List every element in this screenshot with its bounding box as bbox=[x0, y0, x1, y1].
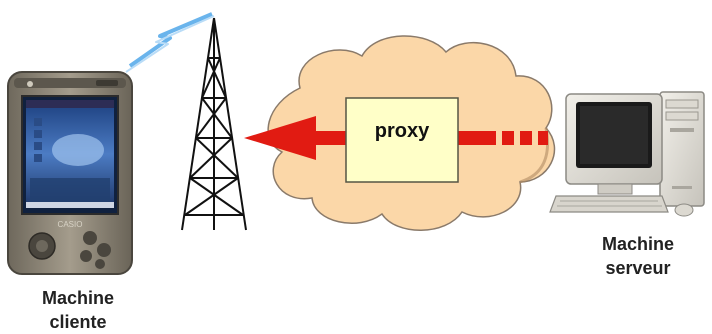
pda-icon: CASIO bbox=[7, 71, 133, 275]
server-machine-label: Machine serveur bbox=[578, 232, 698, 280]
server-label-line1: Machine bbox=[601, 234, 675, 254]
client-label-line1: Machine bbox=[41, 288, 115, 308]
pda-brand: CASIO bbox=[58, 220, 83, 229]
proxy-box: proxy bbox=[345, 97, 459, 183]
client-label-line2: cliente bbox=[49, 312, 107, 332]
client-machine-label: Machine cliente bbox=[18, 286, 138, 334]
desktop-computer-icon bbox=[549, 91, 705, 217]
wireless-signal-icon bbox=[125, 12, 215, 73]
proxy-label: proxy bbox=[375, 120, 430, 142]
server-label-line2: serveur bbox=[605, 258, 671, 278]
antenna-tower-icon bbox=[181, 17, 247, 231]
